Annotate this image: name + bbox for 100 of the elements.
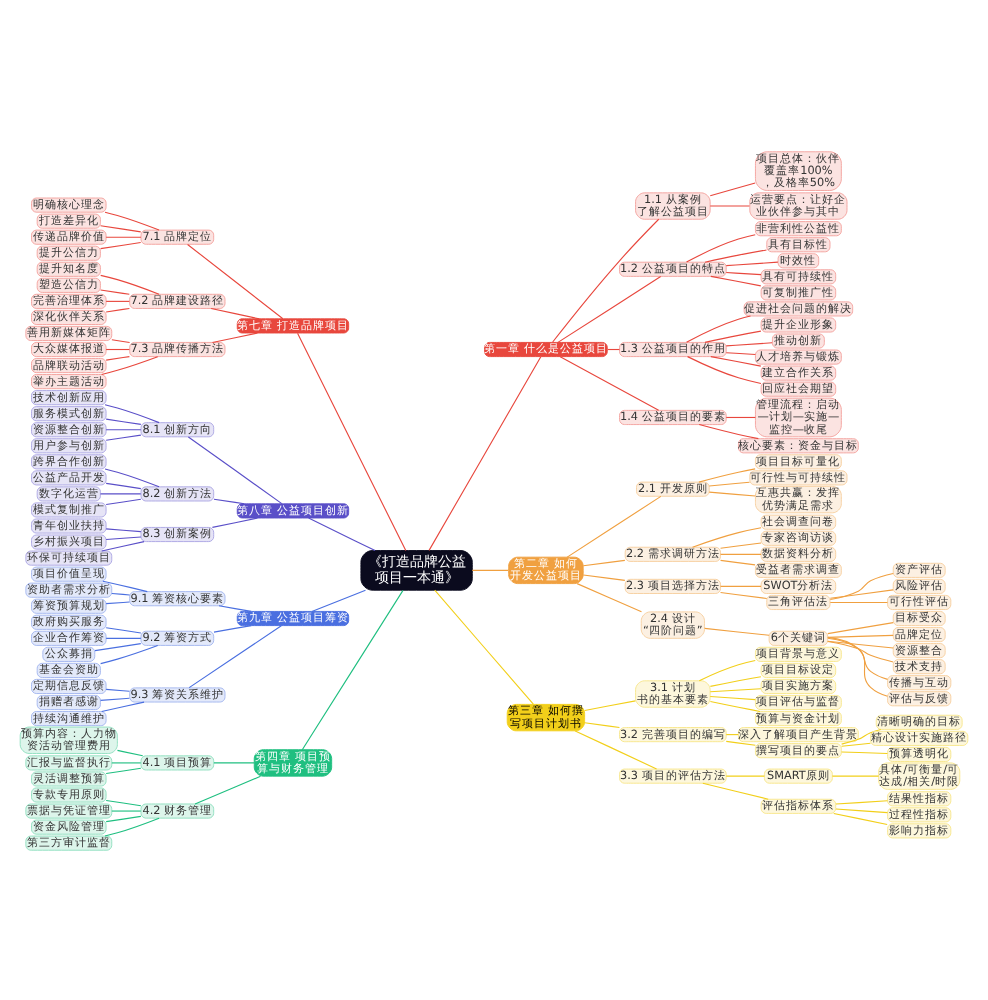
- connector: [708, 490, 756, 496]
- connector: [101, 355, 159, 375]
- connector: [725, 341, 773, 346]
- connector: [710, 355, 762, 366]
- connector: [833, 811, 888, 825]
- connector: [104, 210, 160, 230]
- connector: [105, 535, 142, 540]
- connector: [704, 329, 762, 342]
- connector: [428, 355, 542, 550]
- connector: [187, 435, 283, 504]
- connector: [187, 242, 284, 319]
- connector: [704, 248, 768, 262]
- connector: [559, 355, 660, 410]
- connector: [194, 774, 262, 804]
- connector: [720, 558, 756, 565]
- connector: [720, 552, 762, 554]
- connector: [827, 635, 889, 696]
- connector: [827, 621, 894, 634]
- connector: [94, 642, 142, 651]
- connector: [685, 233, 756, 262]
- connector: [105, 428, 142, 430]
- connector: [105, 600, 130, 604]
- connector: [709, 181, 756, 196]
- connector: [102, 579, 148, 592]
- connector: [687, 355, 762, 384]
- connector: [434, 588, 534, 704]
- connector: [831, 774, 880, 776]
- connector: [105, 417, 142, 424]
- connector: [211, 331, 259, 342]
- connector: [552, 217, 660, 342]
- connector: [105, 814, 142, 822]
- connector: [709, 675, 762, 686]
- connector: [111, 592, 131, 595]
- connector: [471, 568, 509, 570]
- connector: [584, 721, 620, 728]
- connector: [720, 541, 762, 548]
- connector: [710, 274, 762, 286]
- connector: [105, 299, 130, 301]
- connector: [827, 639, 894, 648]
- connector: [725, 774, 765, 776]
- connector: [827, 636, 889, 679]
- connector: [685, 314, 752, 342]
- connector: [100, 696, 130, 700]
- connector: [105, 527, 142, 532]
- connector: [104, 816, 160, 836]
- connector: [105, 433, 142, 440]
- connector: [104, 403, 160, 423]
- connector: [725, 415, 756, 418]
- connector: [841, 741, 872, 746]
- connector: [835, 807, 889, 813]
- connector: [101, 700, 145, 712]
- connector: [725, 260, 779, 266]
- connector: [709, 700, 761, 711]
- connector: [213, 761, 255, 763]
- connector: [698, 467, 756, 482]
- connector: [311, 588, 367, 611]
- connector: [829, 600, 889, 603]
- connector: [691, 526, 762, 547]
- connector: [105, 687, 130, 691]
- connector: [720, 590, 768, 599]
- connector: [725, 351, 756, 355]
- connector: [111, 809, 142, 811]
- connector: [709, 687, 762, 692]
- connector: [557, 274, 662, 342]
- connector: [698, 423, 759, 439]
- connector: [297, 331, 407, 551]
- connector: [105, 355, 130, 360]
- connector: [101, 540, 145, 551]
- connector: [709, 694, 756, 700]
- connector: [188, 624, 282, 688]
- connector: [116, 748, 144, 756]
- connector: [100, 492, 142, 494]
- connector: [104, 467, 160, 487]
- connector: [576, 582, 643, 612]
- connector: [702, 781, 769, 799]
- connector: [582, 558, 626, 566]
- connector: [100, 288, 130, 294]
- connector: [105, 235, 142, 237]
- connector: [213, 497, 245, 504]
- connector: [841, 727, 882, 744]
- connector: [210, 306, 260, 319]
- connector: [829, 571, 894, 600]
- connector: [709, 204, 750, 206]
- connector: [100, 643, 159, 664]
- connector: [827, 639, 894, 662]
- connector: [105, 497, 142, 505]
- connector: [218, 604, 252, 611]
- connector: [725, 270, 762, 275]
- connector: [105, 481, 142, 489]
- connector: [100, 241, 142, 249]
- connector: [827, 633, 894, 637]
- connector: [105, 626, 142, 633]
- connector: [105, 636, 142, 638]
- connector: [105, 306, 130, 312]
- connector: [725, 739, 756, 745]
- connector: [301, 588, 404, 750]
- connector: [100, 273, 160, 294]
- connector: [111, 761, 142, 763]
- connector: [308, 516, 376, 551]
- connector: [698, 658, 756, 681]
